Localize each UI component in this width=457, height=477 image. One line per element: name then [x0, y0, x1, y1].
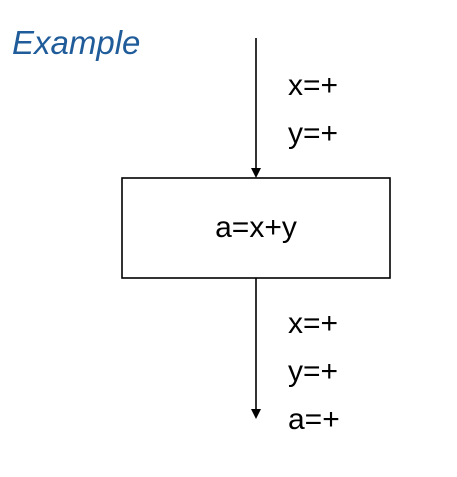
- statement-label: a=x+y: [215, 211, 297, 244]
- fact-before-y: y=+: [288, 117, 339, 150]
- facts-before: x=+ y=+: [288, 62, 338, 158]
- diagram-title: Example: [12, 24, 141, 61]
- fact-after-x: x=+: [288, 307, 339, 340]
- fact-after-a: a=+: [288, 403, 340, 436]
- fact-after-y: y=+: [288, 355, 339, 388]
- fact-before-x: x=+: [288, 69, 339, 102]
- facts-after: x=+ y=+ a=+: [288, 300, 340, 444]
- statement-box: [121, 177, 391, 279]
